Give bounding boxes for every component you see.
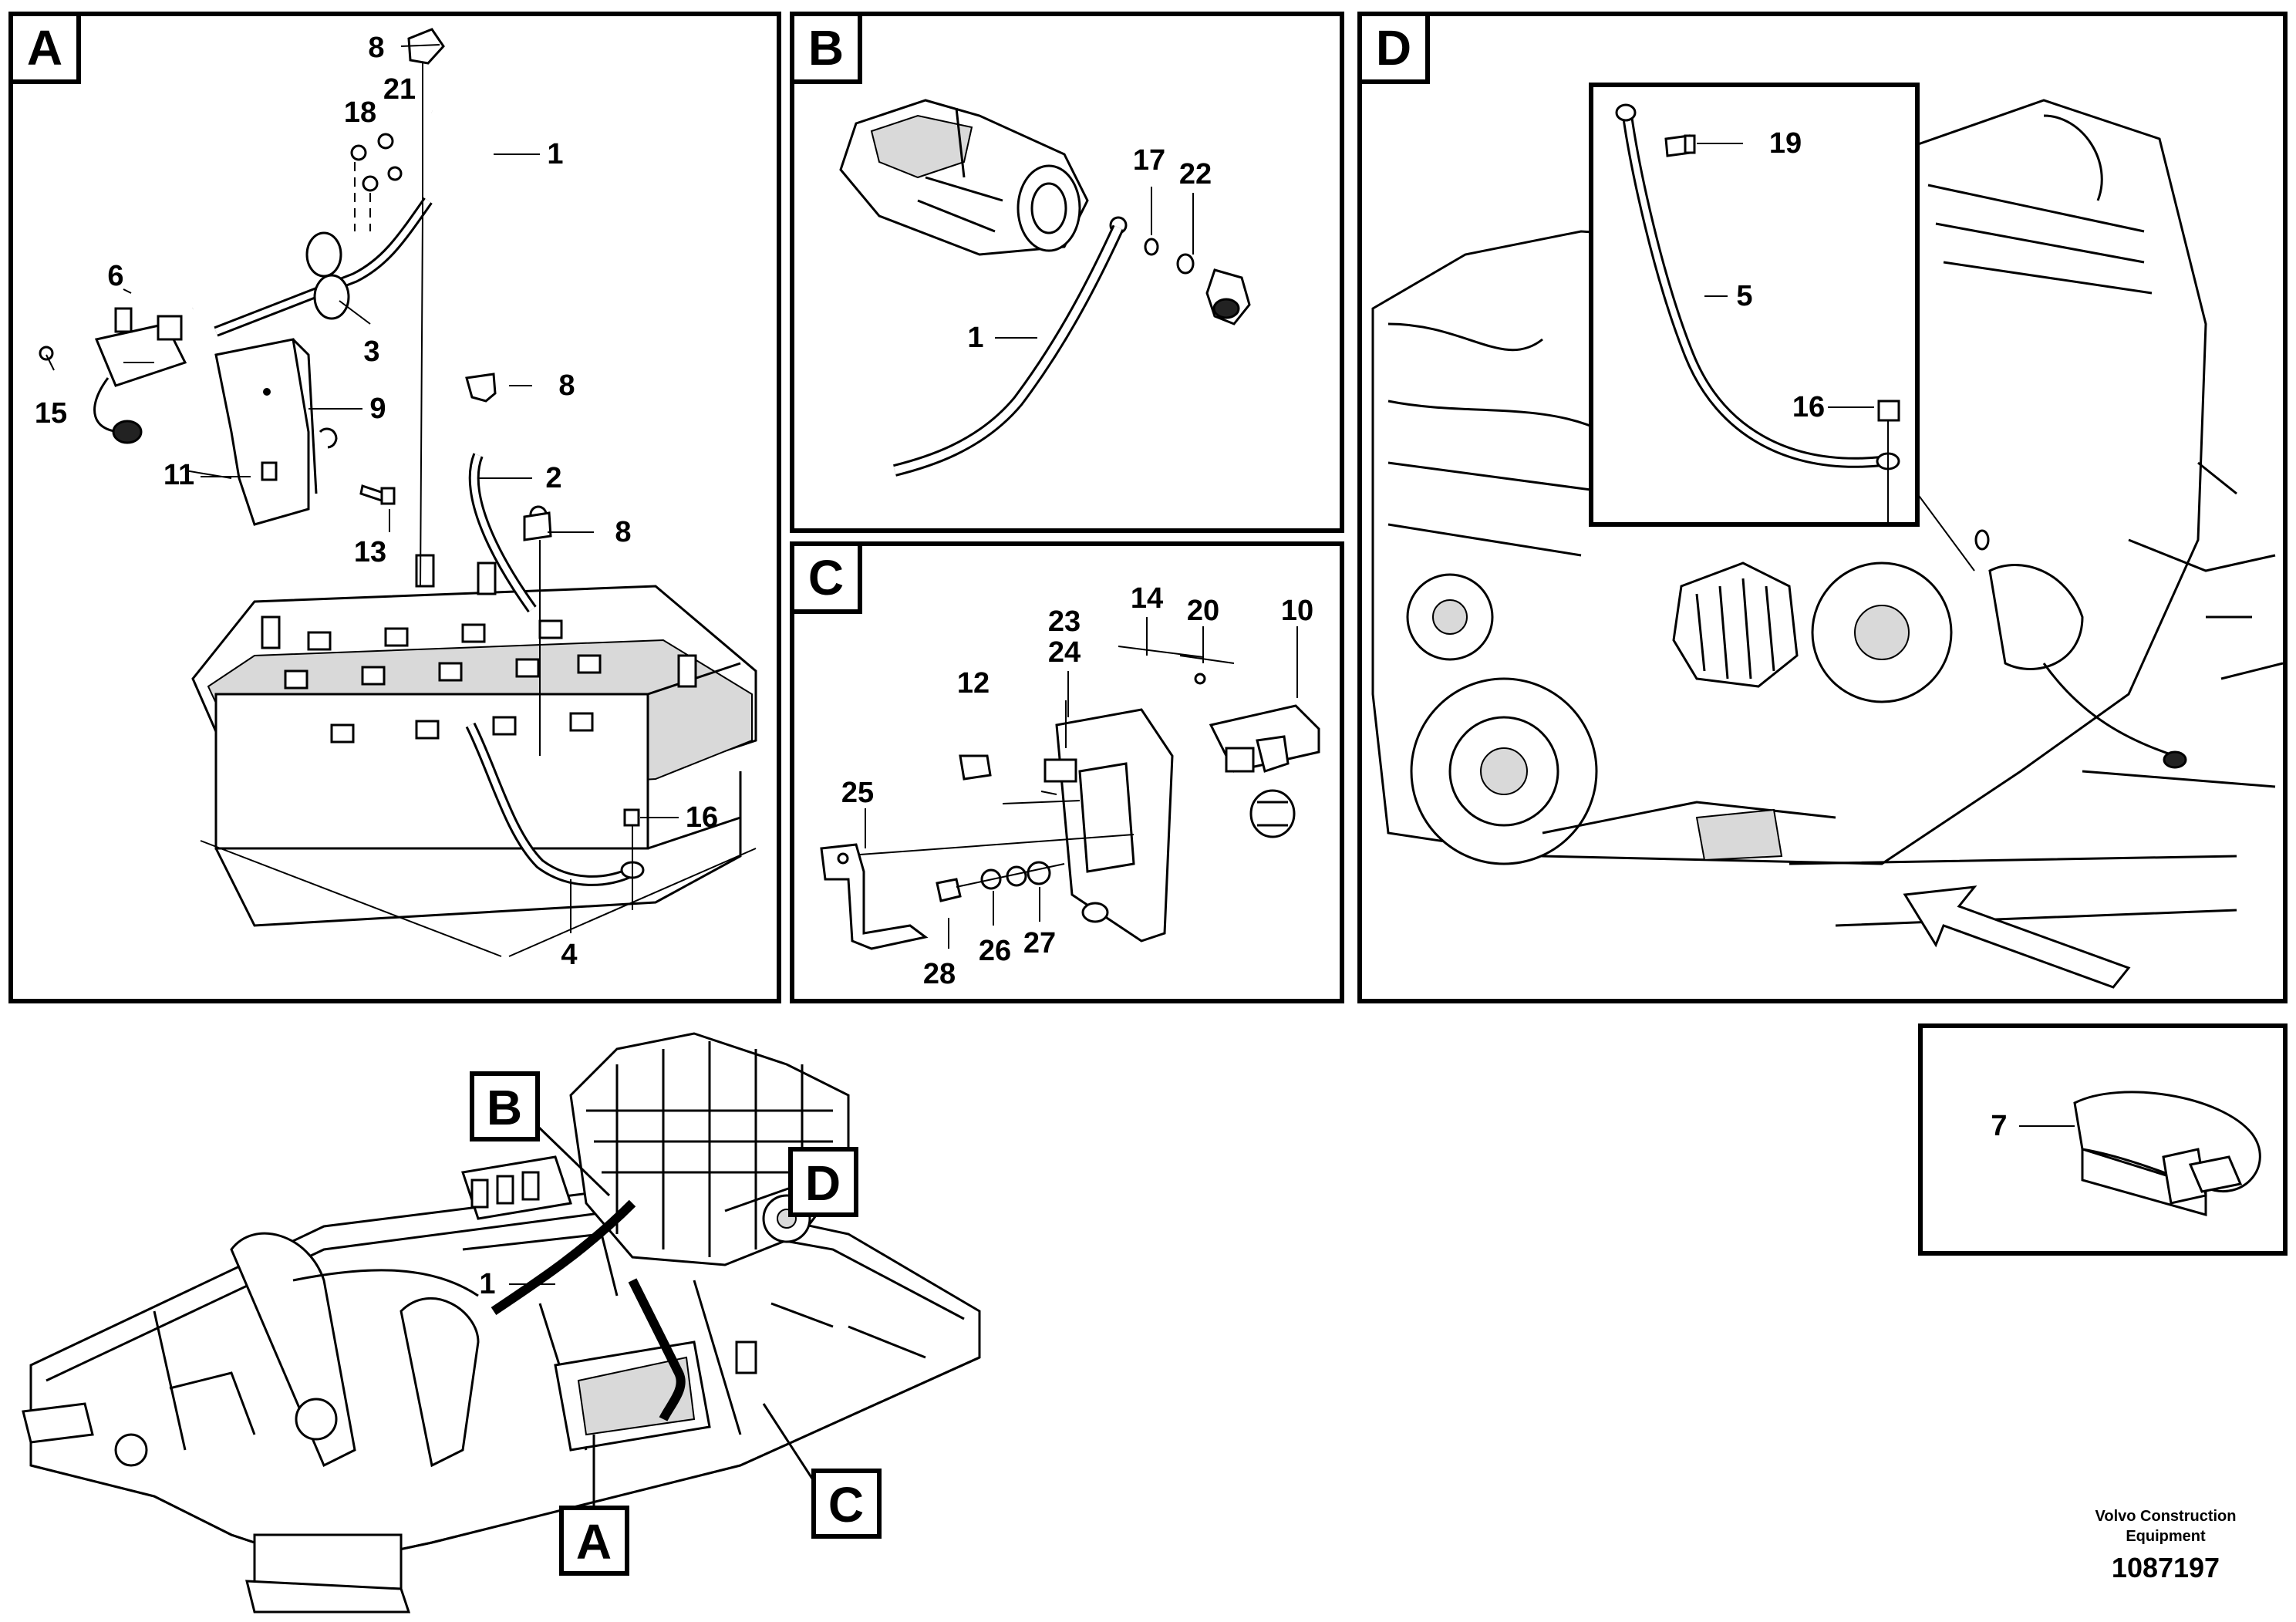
label-c-10: 10 [1281,595,1313,627]
label-b-22: 22 [1179,158,1212,191]
panel-c: C [790,541,1344,1003]
panel-b: B 17 22 1 [790,12,1344,533]
label-a-6: 6 [107,260,123,292]
label-a-8-top: 8 [368,32,384,64]
label-a-11: 11 [164,459,194,491]
overview-callout-c: C [828,1477,864,1533]
label-a-18: 18 [344,96,376,129]
label-a-16: 16 [686,801,718,834]
label-c-28: 28 [923,958,956,990]
panel-d-letter: D [1376,20,1411,76]
label-b-17: 17 [1133,144,1165,177]
footer: Volvo Construction Equipment 1087197 [2095,1508,2237,1583]
label-a-21: 21 [383,73,416,106]
label-c-25: 25 [841,777,874,809]
panel-c-letter: C [808,550,844,605]
label-a-2: 2 [545,462,561,494]
clip-inset: 7 [1918,1023,2288,1256]
panel-b-letter: B [808,20,844,76]
battery-switch-illustration [93,307,187,444]
relay-plate-illustration [1043,708,1174,943]
overview-callout-1: 1 [479,1268,495,1300]
starter-motor-illustration [839,99,1128,256]
label-a-1: 1 [547,138,563,170]
label-a-13: 13 [354,536,386,568]
label-a-4: 4 [561,939,577,971]
label-a-8-mid: 8 [558,369,575,402]
label-c-12: 12 [957,667,990,700]
label-c-14: 14 [1131,582,1163,615]
panel-a: A [8,12,781,1003]
label-a-3: 3 [363,336,379,368]
footer-drawing-number: 1087197 [2112,1552,2220,1583]
label-d-19: 19 [1769,127,1802,160]
label-clip-7: 7 [1991,1110,2007,1142]
label-a-8-low: 8 [615,516,631,548]
battery-illustration [191,554,757,957]
label-a-9: 9 [369,393,386,425]
label-c-27: 27 [1023,927,1056,959]
label-d-5: 5 [1736,280,1752,312]
relay-10-illustration [1209,704,1320,838]
panel-a-letter: A [27,20,62,76]
overview-callout-b: B [487,1080,522,1135]
panel-d: D [1357,12,2288,1003]
overview-callout-a: A [576,1514,612,1570]
footer-company-line2: Equipment [2126,1528,2206,1545]
label-d-16: 16 [1792,391,1825,423]
overview-callout-d: D [805,1155,841,1211]
cable-tie-illustration [2073,1091,2261,1216]
frame-illustration [22,1186,981,1614]
label-b-1: 1 [967,322,983,354]
label-c-20: 20 [1187,595,1219,627]
engine-illustration [461,1032,850,1266]
label-a-15: 15 [35,397,67,430]
label-c-23: 23 [1048,605,1081,638]
label-c-26: 26 [979,935,1011,967]
footer-company-line1: Volvo Construction [2095,1508,2237,1525]
machine-overview: B D 1 C A [22,1032,981,1614]
label-c-24: 24 [1048,636,1081,669]
